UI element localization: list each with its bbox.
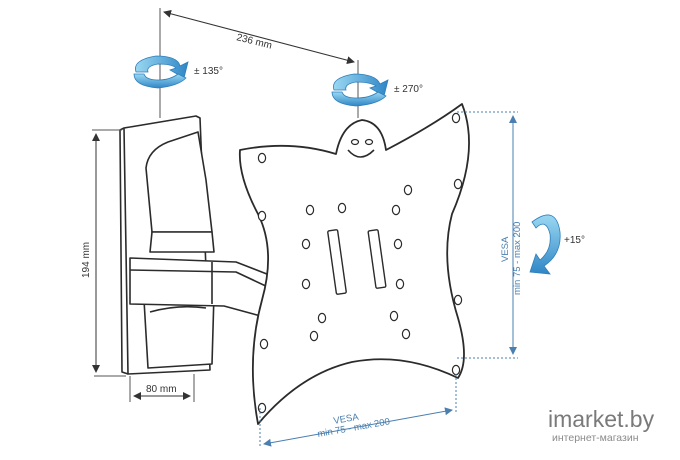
mounting-hole	[453, 178, 463, 190]
mounting-hole	[259, 338, 269, 350]
wall-bracket	[119, 115, 215, 375]
plate-rotation-icon	[331, 73, 389, 107]
arm-swivel-label: ± 135°	[194, 66, 223, 77]
mounting-hole	[309, 330, 319, 342]
bracket-height-label: 194 mm	[81, 242, 92, 278]
bracket-width-label: 80 mm	[146, 384, 177, 395]
mounting-hole	[257, 210, 267, 222]
mounting-hole	[395, 278, 405, 290]
mounting-hole	[257, 152, 267, 164]
mounting-hole	[403, 184, 413, 196]
mounting-hole	[391, 204, 401, 216]
tilt-rotation-icon	[529, 214, 561, 275]
vesa-vertical-title: VESA	[500, 236, 511, 262]
mounting-hole	[451, 364, 461, 376]
mounting-hole	[257, 402, 267, 414]
mounting-hole	[401, 328, 411, 340]
vesa-vertical-range: min 75 - max 200	[512, 222, 523, 295]
vesa-plate	[238, 103, 470, 425]
mounting-hole	[389, 310, 399, 322]
mounting-hole	[453, 294, 463, 306]
mounting-hole	[305, 204, 315, 216]
mounting-hole	[451, 112, 461, 124]
arm-length-label: 236 mm	[235, 32, 273, 51]
mounting-hole	[301, 278, 311, 290]
vesa-horizontal-title: VESA	[333, 412, 361, 427]
plate-rotation-label: ± 270°	[394, 84, 423, 95]
watermark-brand: imarket.by	[548, 406, 655, 432]
arm-swivel-rotation-icon	[133, 55, 189, 89]
mounting-hole	[301, 238, 311, 250]
tilt-label: +15°	[564, 235, 585, 246]
mounting-hole	[317, 312, 327, 324]
vesa-horizontal-dimension-line	[263, 407, 453, 447]
watermark-tagline: интернет-магазин	[552, 432, 639, 444]
mounting-hole	[337, 202, 347, 214]
arm-length-dimension-line	[163, 9, 355, 65]
mounting-hole	[393, 238, 403, 250]
